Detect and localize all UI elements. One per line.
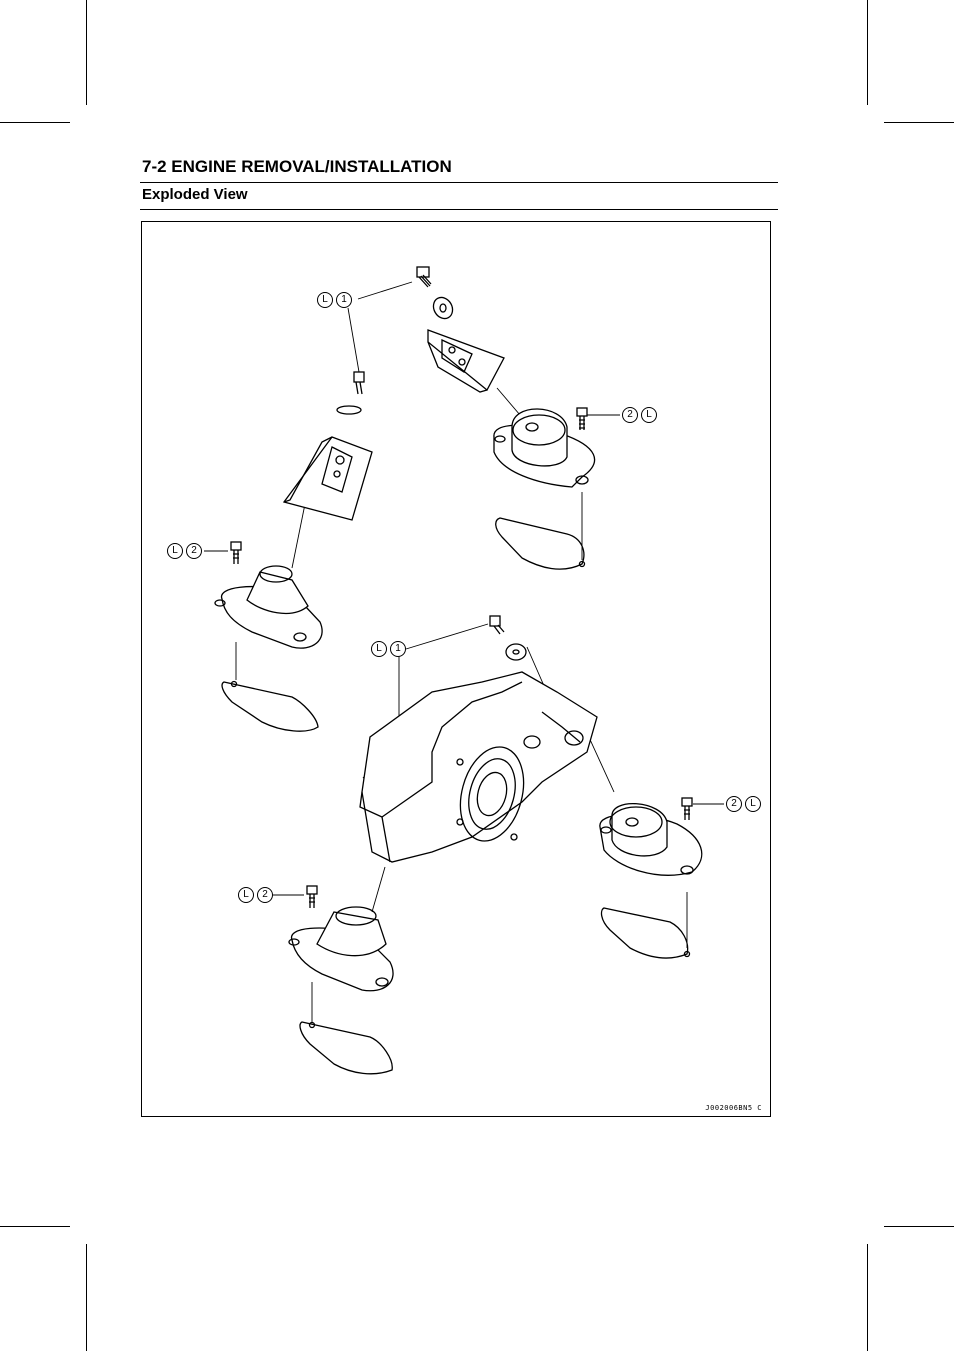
- engine-case-icon: [359, 671, 598, 863]
- callout-2l: 2 L: [622, 407, 657, 423]
- engine-mount-drawing: [204, 266, 724, 1075]
- section-title: 7-2 ENGINE REMOVAL/INSTALLATION: [142, 157, 452, 176]
- crop-mark: [867, 1244, 868, 1351]
- callout-letter: L: [745, 796, 761, 812]
- engine-mount-icon: [493, 408, 596, 488]
- figure-code: J002006BN5 C: [705, 1104, 762, 1112]
- crop-mark: [884, 1226, 954, 1227]
- crop-mark: [867, 0, 868, 105]
- gasket-icon: [221, 681, 319, 732]
- bolt-icon: [489, 615, 505, 635]
- exploded-view-figure: L 1 2 L L 2 L 1 2 L L 2 J002006BN5 C: [141, 221, 771, 1117]
- leader-lines: [204, 281, 724, 1022]
- gasket-icon: [299, 1021, 393, 1075]
- crop-mark: [884, 122, 954, 123]
- subsection-title: Exploded View: [142, 186, 248, 203]
- callout-l2: L 2: [238, 887, 273, 903]
- engine-mount-icon: [599, 803, 703, 876]
- bolt-icon: [353, 371, 365, 395]
- bolt-icon: [416, 266, 432, 288]
- bolt-icon: [681, 797, 693, 820]
- engine-mount-icon: [214, 565, 323, 649]
- crop-mark: [86, 1244, 87, 1351]
- gasket-icon: [600, 907, 689, 959]
- engine-mount-icon: [288, 906, 394, 992]
- bolt-icon: [230, 541, 242, 564]
- callout-l1: L 1: [317, 292, 352, 308]
- washer-icon: [505, 643, 527, 661]
- callout-letter: L: [167, 543, 183, 559]
- callout-number: 2: [622, 407, 638, 423]
- gasket-icon: [495, 517, 585, 570]
- callout-letter: L: [371, 641, 387, 657]
- callout-l1: L 1: [371, 641, 406, 657]
- callout-2l: 2 L: [726, 796, 761, 812]
- callout-number: 2: [726, 796, 742, 812]
- divider: [140, 209, 778, 210]
- crop-mark: [0, 1226, 70, 1227]
- callout-number: 1: [390, 641, 406, 657]
- callout-number: 2: [257, 887, 273, 903]
- washer-icon: [336, 405, 362, 415]
- callout-number: 2: [186, 543, 202, 559]
- callout-letter: L: [641, 407, 657, 423]
- washer-icon: [432, 296, 454, 320]
- crop-mark: [86, 0, 87, 105]
- divider: [140, 182, 778, 183]
- callout-number: 1: [336, 292, 352, 308]
- callout-l2: L 2: [167, 543, 202, 559]
- callout-letter: L: [238, 887, 254, 903]
- bolt-icon: [306, 885, 318, 908]
- callout-letter: L: [317, 292, 333, 308]
- bracket-icon: [282, 436, 373, 521]
- crop-mark: [0, 122, 70, 123]
- bracket-icon: [427, 329, 505, 393]
- bolt-icon: [576, 407, 588, 430]
